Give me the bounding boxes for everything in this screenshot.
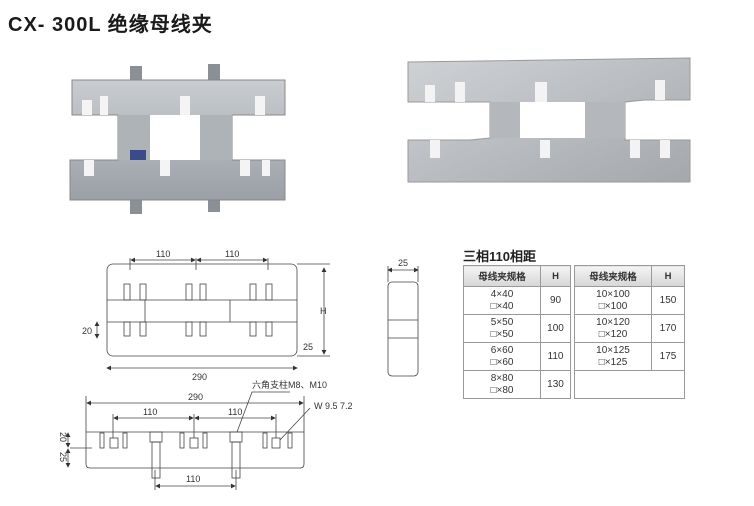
dim-height: H — [320, 306, 327, 316]
h-value: 100 — [540, 314, 571, 343]
h-value: 150 — [651, 286, 685, 315]
header-spec: 母线夹规格 — [463, 265, 541, 287]
spec-line: □×50 — [490, 328, 514, 340]
front-view-drawing — [65, 391, 311, 490]
dim-front-spacing-right: 110 — [228, 407, 242, 417]
table-row: 10×125□×125 175 — [574, 342, 685, 371]
empty-cell — [574, 370, 685, 399]
h-value: 175 — [651, 342, 685, 371]
spec-line: □×125 — [598, 356, 628, 368]
table-row: 5×50□×50 100 — [463, 314, 571, 343]
table-row: 8×80□×80 130 — [463, 370, 571, 399]
table-row: 10×100□×100 150 — [574, 286, 685, 315]
dim-base-height: 25 — [303, 342, 313, 352]
h-value: 90 — [540, 286, 571, 315]
table-row-empty — [574, 370, 685, 399]
slot-annotation: W 9.5 7.2 — [314, 401, 353, 411]
post-annotation: 六角支柱M8、M10 — [252, 379, 327, 390]
dim-front-total-width: 290 — [188, 392, 203, 402]
table-row: 4×40□×40 90 — [463, 286, 571, 315]
spec-line: 5×50 — [490, 316, 514, 328]
dim-side-width: 25 — [398, 258, 408, 268]
dim-front-base-height: 25 — [58, 452, 68, 462]
spec-line: □×120 — [598, 328, 628, 340]
product-photo-angled — [407, 57, 691, 183]
side-view-drawing — [387, 266, 419, 377]
header-h: H — [651, 265, 685, 287]
dim-post-spacing: 110 — [186, 474, 200, 484]
spec-line: □×100 — [598, 300, 628, 312]
table-row: 10×120□×120 170 — [574, 314, 685, 343]
h-value: 130 — [540, 370, 571, 399]
spec-line: 10×100 — [596, 288, 630, 300]
h-value: 110 — [540, 342, 571, 371]
spec-line: 8×80 — [490, 372, 514, 384]
spec-line: □×40 — [490, 300, 514, 312]
product-photo-front — [69, 64, 286, 214]
spec-line: 4×40 — [490, 288, 514, 300]
dim-front-notch-height: 20 — [58, 432, 68, 442]
dim-notch-height: 20 — [82, 326, 92, 336]
spec-line: 10×120 — [596, 316, 630, 328]
spec-line: □×60 — [490, 356, 514, 368]
dim-front-spacing-left: 110 — [143, 407, 157, 417]
dim-spacing-left: 110 — [156, 249, 170, 259]
spec-line: 10×125 — [596, 344, 630, 356]
table-row: 6×60□×60 110 — [463, 342, 571, 371]
spec-line: □×80 — [490, 384, 514, 396]
header-h: H — [540, 265, 571, 287]
page-title: CX- 300L 绝缘母线夹 — [8, 14, 213, 36]
header-spec: 母线夹规格 — [574, 265, 652, 287]
dim-spacing-right: 110 — [225, 249, 239, 259]
table-title: 三相110相距 — [463, 249, 536, 264]
spec-line: 6×60 — [490, 344, 514, 356]
h-value: 170 — [651, 314, 685, 343]
top-view-drawing — [94, 257, 330, 371]
dim-total-width: 290 — [192, 372, 207, 382]
